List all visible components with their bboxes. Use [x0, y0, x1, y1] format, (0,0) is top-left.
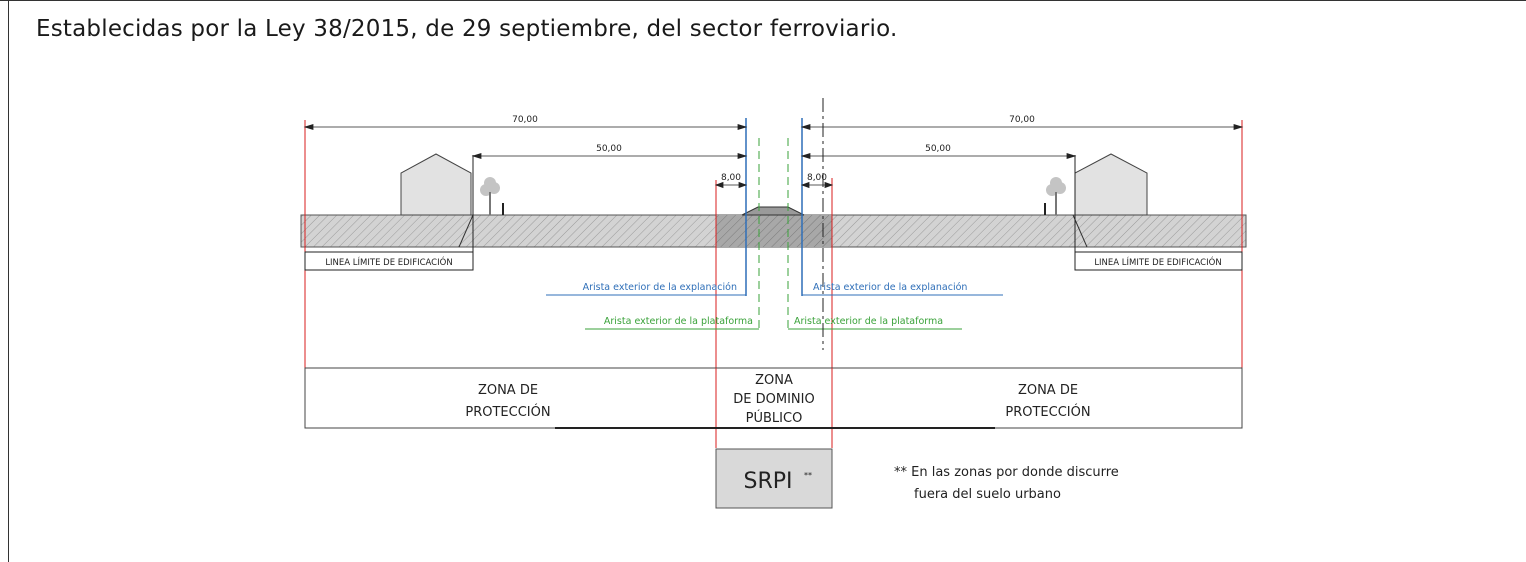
page-heading: Establecidas por la Ley 38/2015, de 29 s…: [36, 16, 898, 42]
building-limit-left-box: [304, 251, 474, 271]
dim-50-left: 50,00: [596, 144, 622, 154]
zone-public-line3: PÚBLICO: [746, 410, 803, 426]
building-limit-left-label: LINEA LÍMITE DE EDIFICACIÓN: [325, 256, 452, 268]
building-limit-left-mark: [458, 214, 474, 248]
platform-edge-left-label: Arista exterior de la plataforma: [604, 316, 753, 327]
srpi-label: SRPI: [743, 469, 792, 494]
dim-50-right: 50,00: [925, 144, 951, 154]
zone-protection-left-line1: ZONA DE: [478, 383, 538, 398]
building-limit-right-label: LINEA LÍMITE DE EDIFICACIÓN: [1094, 256, 1221, 268]
track-platform: [741, 206, 805, 216]
zone-protection-left-line2: PROTECCIÓN: [465, 404, 550, 420]
zone-public-line2: DE DOMINIO: [733, 392, 814, 407]
dim-70-left: 70,00: [512, 115, 538, 125]
explanation-edge-left-label: Arista exterior de la explanación: [583, 282, 737, 293]
footnote-line1: ** En las zonas por donde discurre: [894, 465, 1119, 480]
dim-8-right: 8,00: [807, 173, 827, 183]
platform-edge-right-label: Arista exterior de la plataforma: [794, 316, 943, 327]
explanation-edge-right-label: Arista exterior de la explanación: [813, 282, 967, 293]
footnote-line2: fuera del suelo urbano: [914, 487, 1061, 502]
zone-protection-right-line1: ZONA DE: [1018, 383, 1078, 398]
zone-public-line1: ZONA: [755, 373, 793, 388]
building-limit-right-box: [1074, 251, 1243, 271]
zone-protection-right-line2: PROTECCIÓN: [1005, 404, 1090, 420]
srpi-mark: **: [804, 471, 812, 480]
house-left-icon: [400, 153, 472, 216]
dimension-lines: [303, 123, 1244, 189]
tree-left-icon: [480, 177, 500, 215]
house-right-icon: [1074, 153, 1148, 216]
dim-70-right: 70,00: [1009, 115, 1035, 125]
public-domain-ground: [716, 215, 832, 247]
tree-right-icon: [1046, 177, 1066, 215]
dim-8-left: 8,00: [721, 173, 741, 183]
srpi-box: [715, 448, 833, 509]
